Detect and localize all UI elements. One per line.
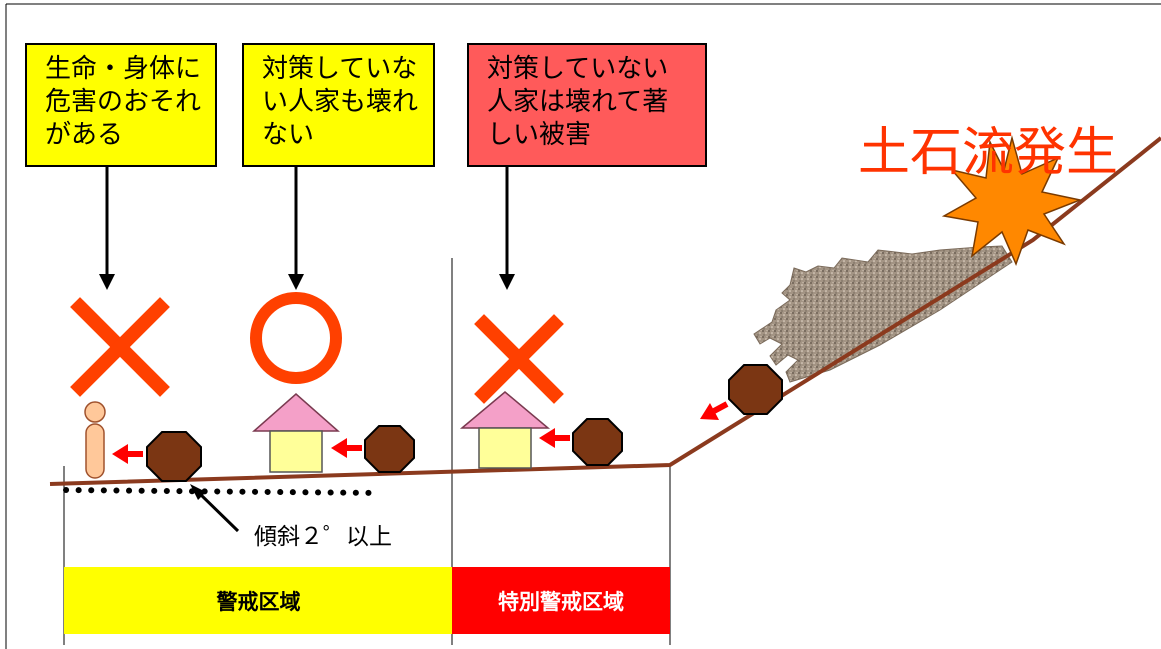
circle-mark-icon xyxy=(250,292,342,384)
special-warning-zone-bar: 特別警戒区域 xyxy=(452,567,670,634)
x-mark-icon xyxy=(474,314,564,404)
hazard-to-life-box: 生命・身体に 危害のおそれ がある xyxy=(25,43,217,167)
debris-flow-title: 土石流発生 xyxy=(858,123,1119,183)
unprotected-house-destroyed-box: 対策していない 人家は壊れて著 しい被害 xyxy=(467,43,707,167)
explosion-burst-icon xyxy=(941,135,1083,267)
house-icon xyxy=(252,393,340,473)
incline-pointer-arrow xyxy=(190,484,240,533)
box-c-down-arrow xyxy=(499,167,515,290)
box-a-down-arrow xyxy=(99,167,115,290)
box-b-down-arrow xyxy=(288,167,304,290)
x-mark-icon xyxy=(70,297,170,397)
unprotected-house-safe-box: 対策していな い人家も壊れ ない xyxy=(242,43,435,167)
motion-arrow-icon xyxy=(112,444,143,464)
boulder-icon xyxy=(572,418,623,466)
motion-arrow-icon xyxy=(700,401,729,420)
incline-dotted-line xyxy=(63,487,381,496)
boulder-icon xyxy=(146,431,202,482)
motion-arrow-icon xyxy=(331,438,362,458)
person-icon xyxy=(84,401,106,479)
warning-zone-bar: 警戒区域 xyxy=(64,567,453,634)
ground-line xyxy=(49,136,1161,486)
boulder-icon xyxy=(364,425,415,473)
house-icon xyxy=(459,391,551,469)
warning-zone-label: 警戒区域 xyxy=(216,589,301,614)
debris-mass xyxy=(753,245,1013,383)
boulder-icon xyxy=(728,364,783,415)
special-warning-zone-label: 特別警戒区域 xyxy=(498,589,624,614)
motion-arrow-icon xyxy=(539,428,570,448)
incline-label: 傾斜２゜以上 xyxy=(254,524,392,550)
